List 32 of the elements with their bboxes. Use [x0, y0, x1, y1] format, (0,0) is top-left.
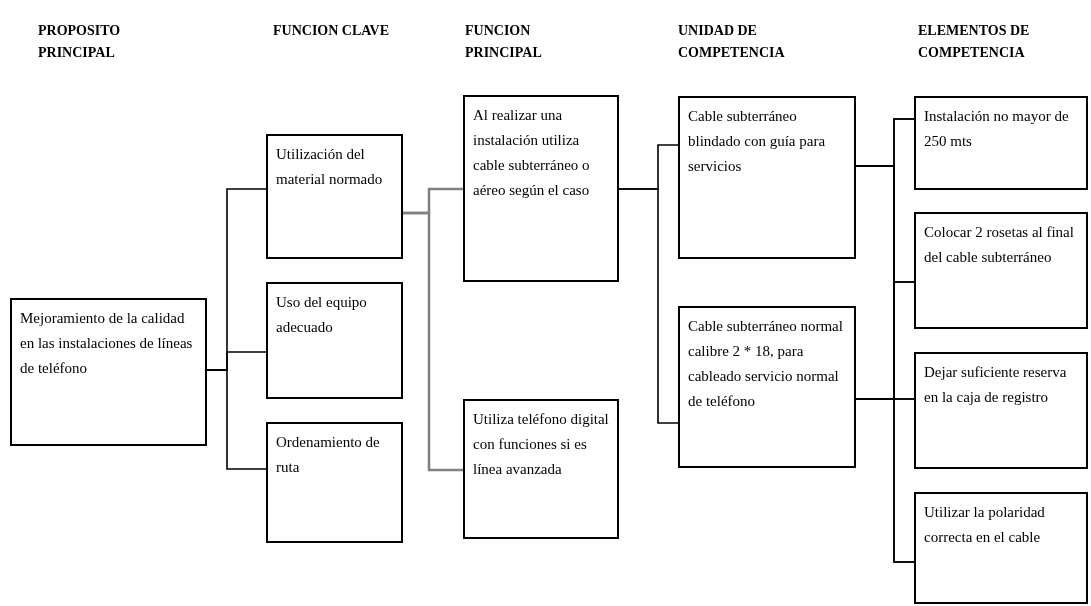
process-box: [266, 282, 403, 399]
box-text: Cable subterráneo normal calibre 2 * 18, para cableado servicio normal de teléfono: [688, 317, 844, 411]
process-box: [463, 399, 619, 539]
process-box: [266, 134, 403, 259]
box-text: Instalación no mayor de 250 mts: [924, 107, 1070, 151]
box-text: Uso del equipo adecuado: [276, 293, 368, 337]
process-box: [678, 306, 856, 468]
box-text: Al realizar una instalación utiliza cable subterráneo o aéreo según el caso: [473, 106, 591, 200]
box-text: Cable subterráneo blindado con guía para servicios: [688, 107, 827, 176]
process-box: [266, 422, 403, 543]
column-heading: ELEMENTOS DE COMPETENCIA: [918, 22, 1031, 62]
box-text: Utilización del material normado: [276, 145, 384, 189]
process-box: [10, 298, 207, 446]
connector-line: [206, 369, 267, 470]
box-text: Utilizar la polaridad correcta en el cable: [924, 503, 1046, 547]
connector-line: [403, 211, 463, 472]
column-heading: FUNCION PRINCIPAL: [465, 22, 543, 62]
box-text: Dejar suficiente reserva en la caja de registro: [924, 363, 1068, 407]
process-box: [914, 492, 1088, 604]
process-box: [463, 95, 619, 282]
box-text: Colocar 2 rosetas al final del cable subterráneo: [924, 223, 1075, 267]
column-heading: FUNCION CLAVE: [273, 22, 391, 40]
process-box: [914, 212, 1088, 329]
box-text: Mejoramiento de la calidad en las instalaciones de líneas de teléfono: [20, 309, 194, 378]
process-box: [678, 96, 856, 259]
column-heading: UNIDAD DE COMPETENCIA: [678, 22, 786, 62]
process-box: [914, 352, 1088, 469]
column-heading: PROPOSITO PRINCIPAL: [38, 22, 122, 62]
box-text: Ordenamiento de ruta: [276, 433, 381, 477]
box-text: Utiliza teléfono digital con funciones si es línea avanzada: [473, 410, 609, 479]
connector-line: [618, 188, 679, 424]
process-box: [914, 96, 1088, 190]
